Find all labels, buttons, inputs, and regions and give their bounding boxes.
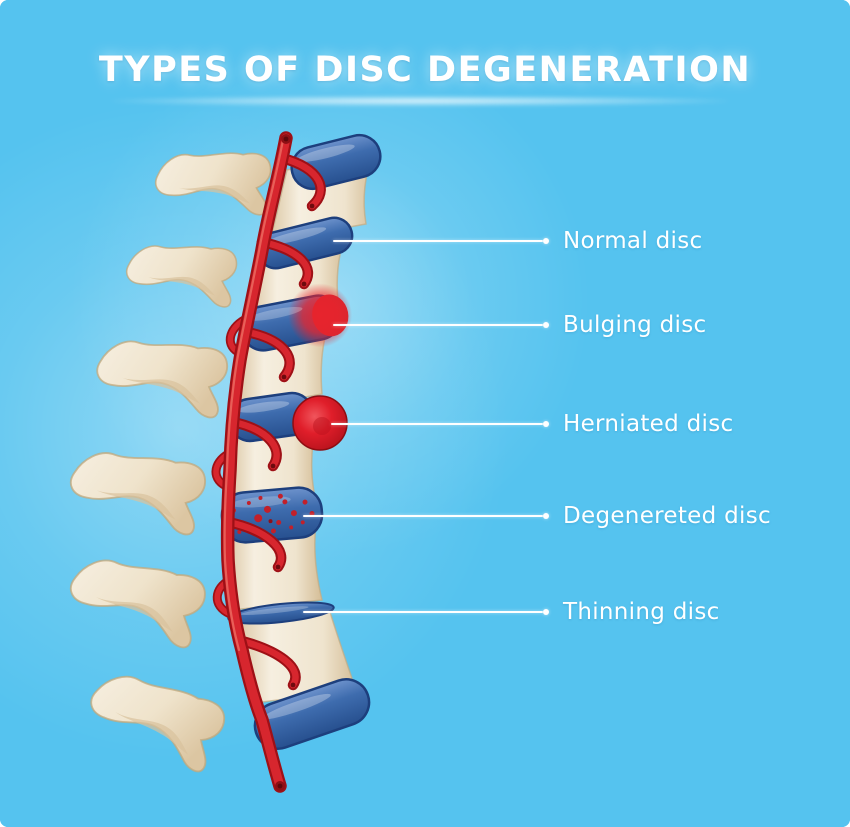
branch-tips xyxy=(270,203,315,688)
label-row-normal-disc: Normal disc xyxy=(333,228,702,254)
leader-line xyxy=(333,324,543,326)
label-row-herniated-disc: Herniated disc xyxy=(331,411,733,437)
leader-dot xyxy=(543,421,549,427)
disc-bottom xyxy=(253,678,371,750)
leader-dot xyxy=(543,322,549,328)
label-herniated-disc: Herniated disc xyxy=(563,411,734,437)
leader-dot xyxy=(543,609,549,615)
leader-line xyxy=(333,240,543,242)
leader-dot xyxy=(543,238,549,244)
disc-normal xyxy=(256,216,354,270)
label-normal-disc: Normal disc xyxy=(563,228,703,254)
label-degenerated-disc: Degenereted disc xyxy=(563,503,771,529)
label-row-bulging-disc: Bulging disc xyxy=(333,312,706,338)
label-row-thinning-disc: Thinning disc xyxy=(303,599,720,625)
nerve-branches xyxy=(222,152,326,691)
label-row-degenerated-disc: Degenereted disc xyxy=(303,503,771,529)
title-glow-streak xyxy=(110,96,730,106)
leader-line xyxy=(303,611,543,613)
leader-line xyxy=(331,423,543,425)
label-thinning-disc: Thinning disc xyxy=(563,599,720,625)
page-title: TYPES OF DISC DEGENERATION xyxy=(98,50,752,90)
nerve-artery xyxy=(211,131,326,793)
degeneration-spots xyxy=(226,493,315,534)
leader-dot xyxy=(543,513,549,519)
label-bulging-disc: Bulging disc xyxy=(563,312,707,338)
leader-line xyxy=(303,515,543,517)
nerve-trunk xyxy=(220,131,293,793)
